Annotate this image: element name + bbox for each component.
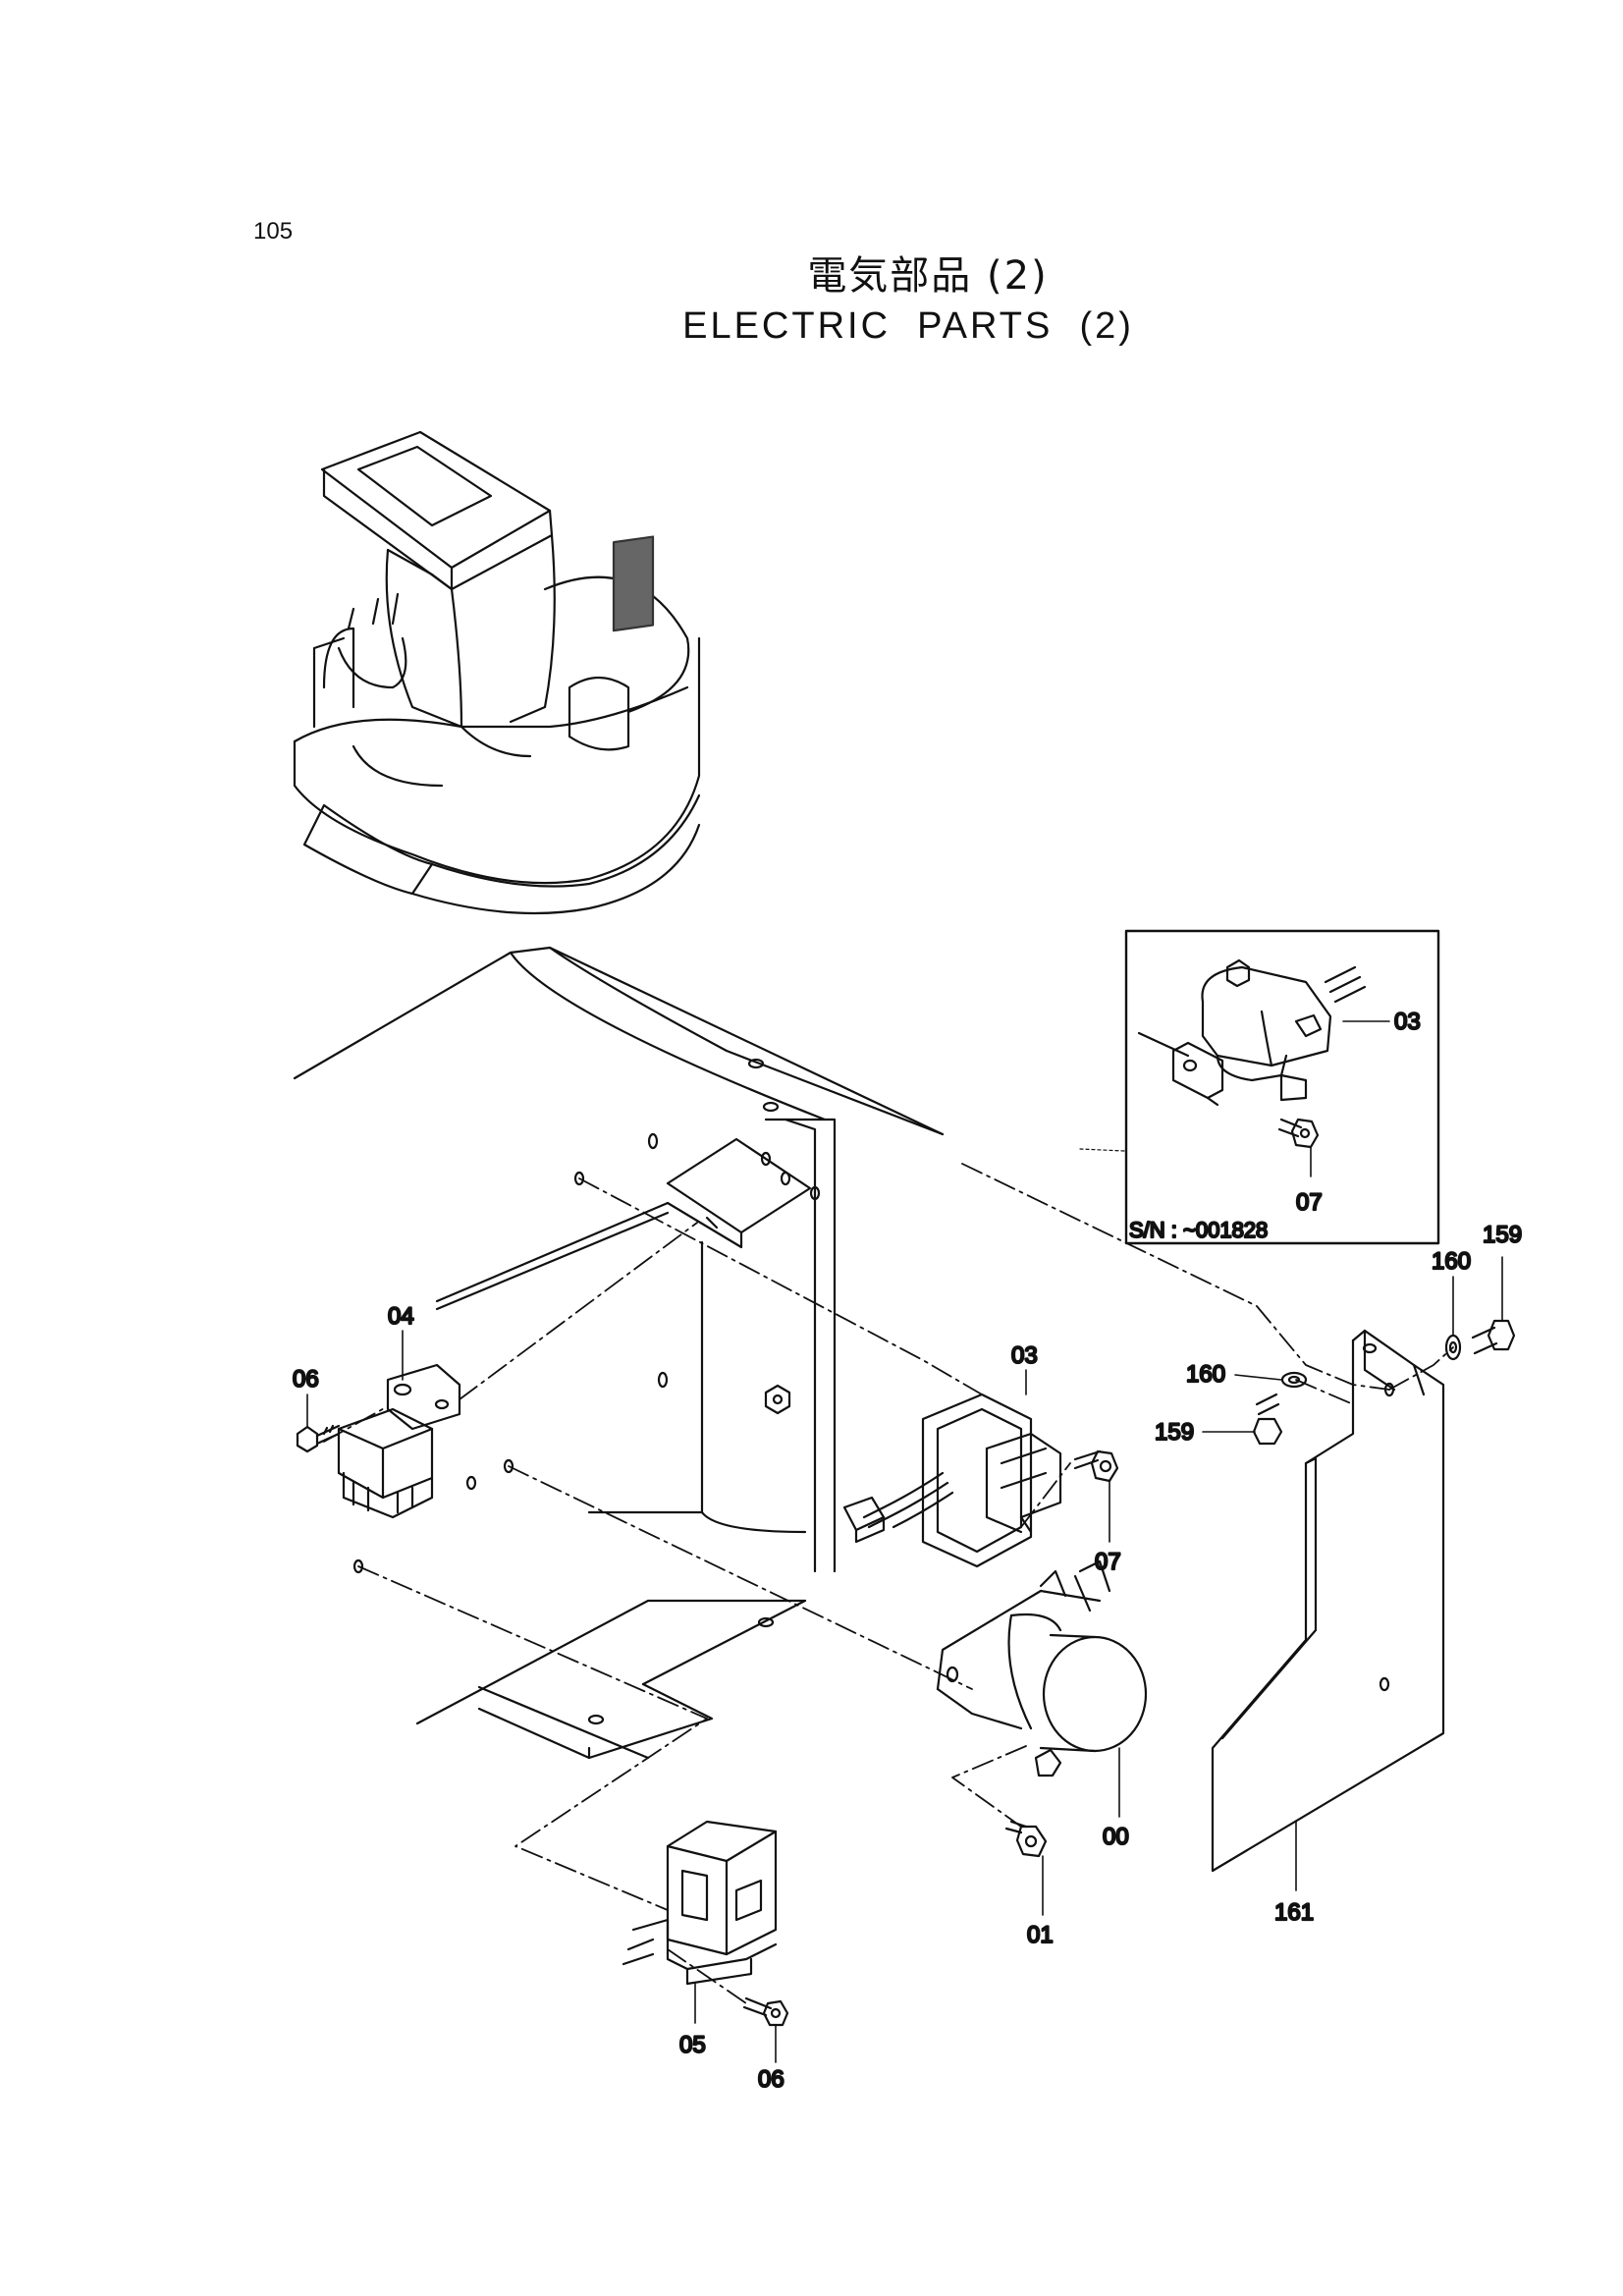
machine-overview-illustration xyxy=(293,430,701,915)
title-block: 電気部品 (2) ELECTRIC PARTS (2) xyxy=(589,250,1227,351)
callout-labels: 03 07 S/N : ~001828 159 160 160 159 04 0… xyxy=(292,1008,1523,2094)
bolt-06-left xyxy=(296,1424,341,1453)
callout-160-mid: 160 xyxy=(1186,1361,1225,1388)
callout-00: 00 xyxy=(1103,1824,1129,1850)
assembly-lines xyxy=(323,1163,1454,2004)
callout-06-left: 06 xyxy=(293,1366,319,1393)
callout-159-mid: 159 xyxy=(1155,1419,1194,1446)
callout-inset-07: 07 xyxy=(1296,1189,1323,1216)
callout-159-top: 159 xyxy=(1483,1222,1522,1248)
callout-07: 07 xyxy=(1095,1549,1121,1575)
callout-160-top: 160 xyxy=(1432,1248,1471,1275)
callout-inset-03: 03 xyxy=(1394,1009,1421,1035)
solenoid-00 xyxy=(936,1559,1148,1777)
callout-06-bottom: 06 xyxy=(758,2066,784,2093)
bolt-159-mid xyxy=(1252,1393,1283,1446)
washer-160-mid xyxy=(1280,1371,1308,1389)
title-english: ELECTRIC PARTS (2) xyxy=(682,305,1134,347)
bolt-01 xyxy=(1004,1820,1048,1858)
page-number: 105 xyxy=(253,218,294,245)
regulator-03 xyxy=(842,1393,1062,1568)
serial-number-note: S/N : ~001828 xyxy=(1129,1218,1268,1242)
callout-161: 161 xyxy=(1274,1899,1314,1926)
title-japanese: 電気部品 (2) xyxy=(807,253,1049,299)
mounting-plate-161 xyxy=(1211,1329,1445,1873)
callout-leaders xyxy=(306,1020,1503,2063)
relay-with-bracket-04 xyxy=(337,1363,461,1519)
inset-leader-line xyxy=(1079,1148,1125,1152)
callout-03: 03 xyxy=(1011,1342,1038,1369)
callout-05: 05 xyxy=(679,2032,706,2058)
bolt-07-center xyxy=(1073,1449,1119,1483)
bolt-06-bottom xyxy=(742,1996,789,2027)
callout-01: 01 xyxy=(1027,1922,1054,1948)
relay-05 xyxy=(622,1820,778,1986)
inset-detail-box xyxy=(1124,929,1440,1245)
bolt-159-top xyxy=(1471,1319,1516,1355)
main-frame-panels xyxy=(293,946,1390,1760)
callout-04: 04 xyxy=(388,1303,414,1330)
